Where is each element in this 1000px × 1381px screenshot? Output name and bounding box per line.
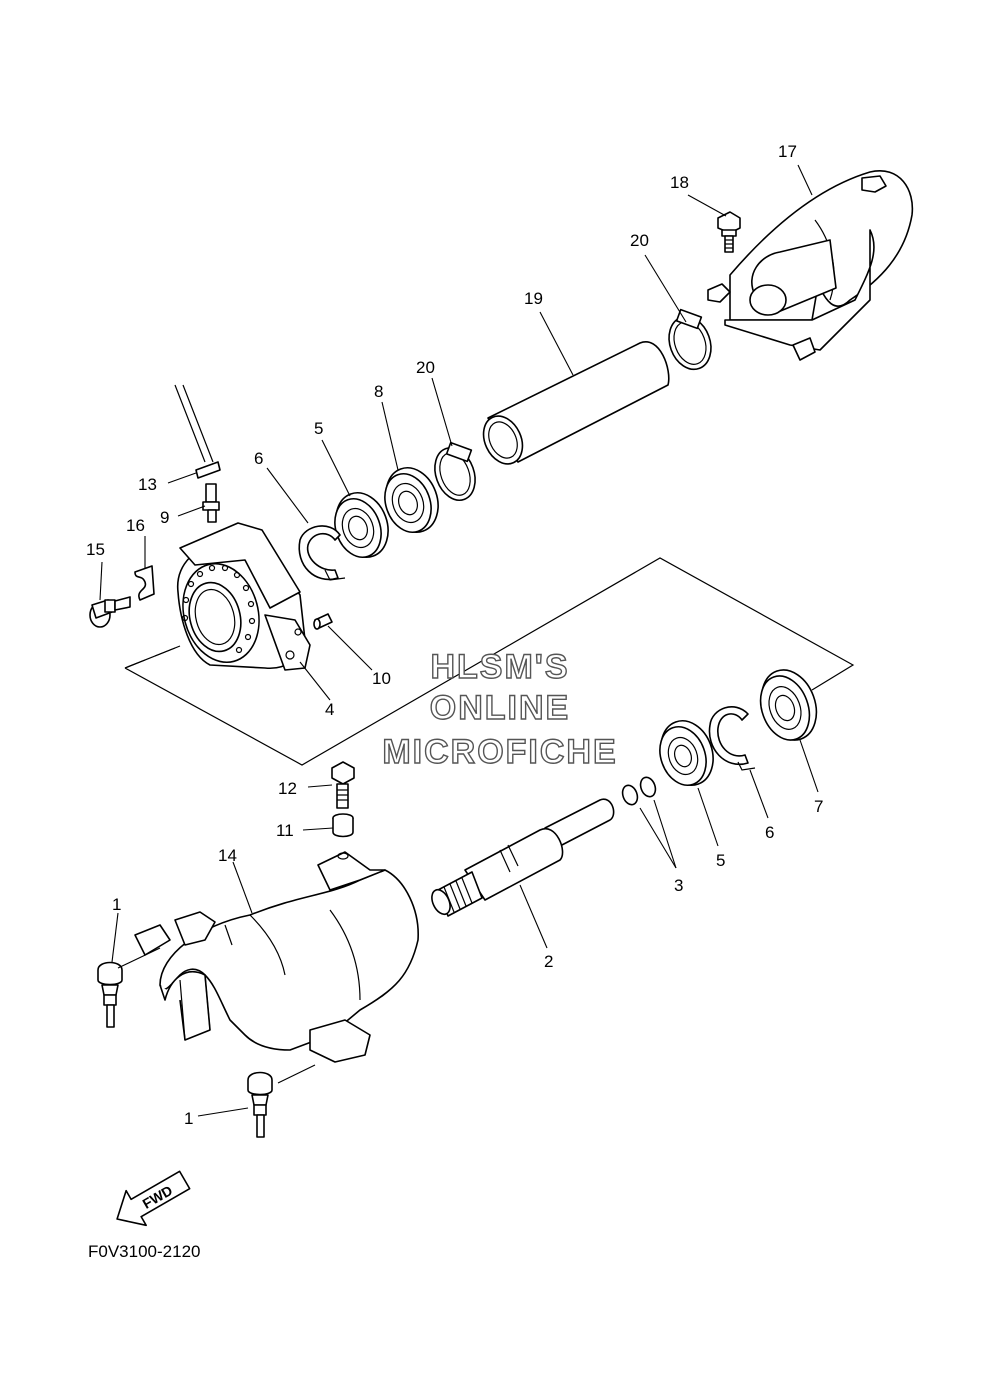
part-2-shaft <box>431 798 615 917</box>
callout-2: 2 <box>544 952 553 971</box>
callout-18: 18 <box>670 173 689 192</box>
watermark-line-1: HLSM'S <box>430 648 569 686</box>
callout-5-lower: 5 <box>716 851 725 870</box>
assembly-outline <box>124 557 855 766</box>
part-12-bolt <box>331 761 355 809</box>
watermark: HLSM'S ONLINE MICROFICHE <box>382 647 617 771</box>
callout-17: 17 <box>778 142 797 161</box>
part-20-hose-clamp-lower <box>434 441 476 501</box>
callout-9: 9 <box>160 508 169 527</box>
callout-15: 15 <box>86 540 105 559</box>
part-1-bolt-upper <box>97 961 123 1028</box>
callout-6-lower: 6 <box>765 823 774 842</box>
callout-13: 13 <box>138 475 157 494</box>
part-15-bolt <box>89 596 131 628</box>
part-17-nozzle-housing <box>707 170 914 361</box>
part-10-pin <box>313 613 333 630</box>
part-16-bracket-plate <box>134 565 155 601</box>
callout-7: 7 <box>814 797 823 816</box>
callout-20-lower: 20 <box>416 358 435 377</box>
part-1-bolt-lower <box>247 1071 273 1138</box>
callout-16: 16 <box>126 516 145 535</box>
part-8-bearing <box>384 467 439 533</box>
forward-arrow-icon: FWD <box>116 1170 191 1227</box>
callout-labels: 17 18 20 19 20 8 5 6 13 9 16 15 10 4 12 … <box>86 142 823 1128</box>
callout-4: 4 <box>325 700 334 719</box>
callout-8: 8 <box>374 382 383 401</box>
part-9-fitting <box>174 384 220 523</box>
leader-lines <box>99 164 819 1117</box>
callout-1-upper: 1 <box>112 895 121 914</box>
part-6-circlip-upper <box>298 525 346 581</box>
part-20-hose-clamp-upper <box>668 308 712 371</box>
part-14-intake-duct <box>134 851 419 1063</box>
callout-6-upper: 6 <box>254 449 263 468</box>
callout-20-upper: 20 <box>630 231 649 250</box>
callout-5-upper: 5 <box>314 419 323 438</box>
part-19-hose <box>482 341 670 465</box>
callout-1-lower: 1 <box>184 1109 193 1128</box>
part-4-pump-housing <box>176 522 311 671</box>
callout-10: 10 <box>372 669 391 688</box>
part-18-bolt <box>717 211 741 253</box>
watermark-line-3: MICROFICHE <box>382 733 617 771</box>
part-3-o-rings <box>621 776 657 806</box>
callout-11: 11 <box>276 821 294 840</box>
part-11-bushing <box>332 813 354 838</box>
part-5-bearing-lower <box>659 720 714 786</box>
callout-3: 3 <box>674 876 683 895</box>
part-6-circlip-lower <box>708 706 756 771</box>
callout-14: 14 <box>218 846 237 865</box>
callout-12: 12 <box>278 779 297 798</box>
figure-code: F0V3100-2120 <box>88 1242 200 1261</box>
part-7-bearing <box>759 669 818 741</box>
watermark-line-2: ONLINE <box>430 689 570 727</box>
part-13-clip <box>195 461 221 479</box>
callout-19: 19 <box>524 289 543 308</box>
